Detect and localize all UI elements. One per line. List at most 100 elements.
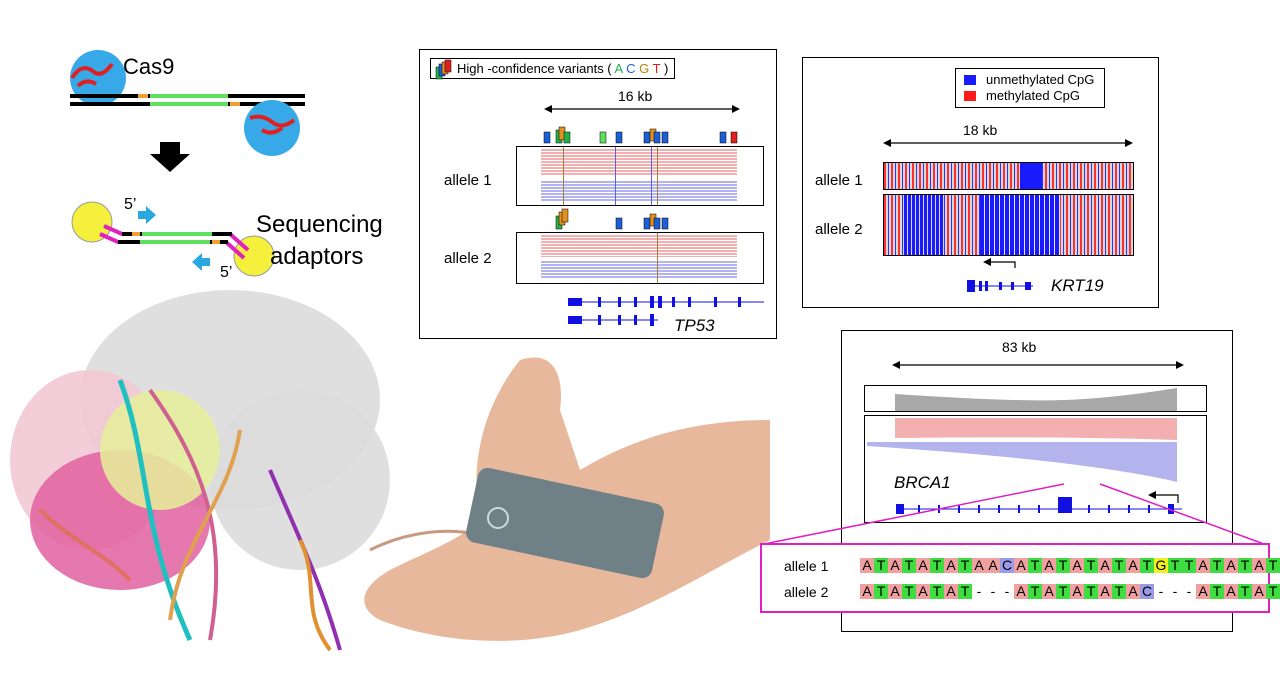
sequence-base: A: [1224, 584, 1238, 599]
sequence-base: T: [1084, 558, 1098, 573]
sequence-base: A: [944, 584, 958, 599]
sequence-base: A: [1014, 584, 1028, 599]
brca1-reads: [867, 418, 1177, 482]
sequence-base: A: [1126, 558, 1140, 573]
sequence-base: A: [1126, 584, 1140, 599]
sequence-base: A: [1070, 584, 1084, 599]
legend-variants-text: High -confidence variants (: [457, 61, 612, 76]
tp53-gene-model: [568, 296, 764, 326]
base-g: G: [639, 61, 650, 76]
sequence-base: A: [916, 558, 930, 573]
cut-site-left: [138, 94, 148, 98]
sequence-base: A: [1224, 558, 1238, 573]
sequence-base: -: [986, 584, 1000, 599]
sequence-base: T: [874, 584, 888, 599]
sequence-base: A: [888, 584, 902, 599]
sequence-base: A: [1042, 584, 1056, 599]
variant-markers-allele2: [555, 208, 669, 230]
sequence-base: -: [1000, 584, 1014, 599]
tp53-allele2-label: allele 2: [444, 250, 492, 267]
legend-variants: High -confidence variants ( A C G T ): [430, 58, 676, 80]
sequence-base: A: [860, 558, 874, 573]
sequence-base: A: [1252, 584, 1266, 599]
sequence-base: T: [1056, 584, 1070, 599]
adaptors-label-line2: adaptors: [270, 243, 364, 270]
brca1-allele2-label: allele 2: [784, 584, 829, 600]
scale-label-18kb: 18 kb: [963, 122, 998, 138]
base-c: C: [626, 61, 636, 76]
adaptors-label-line1: Sequencing: [256, 211, 383, 238]
variant-markers-allele1: [543, 126, 738, 144]
tp53-allele1-track: [516, 146, 764, 206]
cas9-schematic: [70, 50, 305, 277]
sequence-base: T: [874, 558, 888, 573]
sequence-base: A: [1042, 558, 1056, 573]
sequence-base: T: [902, 558, 916, 573]
sequence-base: T: [1028, 584, 1042, 599]
krt19-gene-label: KRT19: [1051, 276, 1104, 295]
sequence-base: A: [1196, 584, 1210, 599]
brca1-allele1-label: allele 1: [784, 558, 829, 574]
five-prime-arrow-icon: [138, 206, 156, 224]
brca1-gene-model: [896, 491, 1182, 514]
sequence-base: A: [1098, 584, 1112, 599]
sequence-base: T: [1210, 584, 1224, 599]
sequence-base: A: [888, 558, 902, 573]
process-arrow-icon: [150, 142, 190, 172]
sequence-base: T: [1168, 558, 1182, 573]
tss-arrow-icon: [1148, 491, 1156, 499]
minion-device: [466, 467, 664, 579]
scale-bar-18kb: [883, 139, 1133, 147]
sequence-base: A: [1014, 558, 1028, 573]
legend-variants-close: ): [664, 61, 669, 76]
sequence-base: T: [902, 584, 916, 599]
sequence-base: T: [1182, 558, 1196, 573]
krt19-allele2-track: [883, 194, 1134, 256]
sequence-base: T: [1266, 584, 1280, 599]
adaptor-left: [71, 201, 113, 243]
krt19-panel: unmethylated CpG methylated CpG 18 kb al…: [802, 57, 1159, 308]
tp53-gene-label: TP53: [674, 316, 715, 335]
krt19-allele1-track: [883, 162, 1134, 190]
sequence-base: T: [1238, 558, 1252, 573]
base-a: A: [614, 61, 623, 76]
guide-rna-bottom: [249, 114, 296, 135]
sequence-base: -: [1168, 584, 1182, 599]
methylation-legend: unmethylated CpG methylated CpG: [955, 68, 1105, 108]
cut-site-right: [230, 102, 240, 106]
methylated-swatch: [964, 91, 976, 101]
sequence-base: A: [972, 558, 986, 573]
cas9-structure-image: [10, 290, 390, 652]
sequence-base: A: [916, 584, 930, 599]
sequence-base: T: [1140, 558, 1154, 573]
nanopore-device-image: [364, 357, 770, 641]
sequence-base: T: [1210, 558, 1224, 573]
unmethylated-swatch: [964, 75, 976, 85]
tss-arrow-icon: [983, 258, 991, 266]
unmethylated-label: unmethylated CpG: [986, 72, 1095, 87]
sequence-base: C: [1140, 583, 1154, 599]
coverage-histogram: [895, 388, 1177, 411]
sequence-base: C: [1000, 557, 1014, 573]
sequence-base: T: [958, 558, 972, 573]
cas9-protein-bottom: [244, 100, 300, 156]
sequence-base: T: [1112, 558, 1126, 573]
sequence-base: T: [1084, 584, 1098, 599]
scale-label-83kb: 83 kb: [1002, 339, 1037, 355]
brca1-coverage-track: [864, 385, 1207, 412]
sequence-base: A: [1098, 558, 1112, 573]
sequence-base: -: [1182, 584, 1196, 599]
sequence-base: A: [986, 558, 1000, 573]
sequence-base: A: [860, 584, 874, 599]
sequence-base: T: [1266, 558, 1280, 573]
tp53-allele1-label: allele 1: [444, 172, 492, 189]
sequence-base: -: [1154, 584, 1168, 599]
krt19-gene-model: [967, 258, 1033, 292]
variants-legend-icon: [435, 59, 452, 80]
nanopore-logo-icon: [487, 507, 509, 529]
sequence-base: T: [1112, 584, 1126, 599]
sequence-base: -: [972, 584, 986, 599]
